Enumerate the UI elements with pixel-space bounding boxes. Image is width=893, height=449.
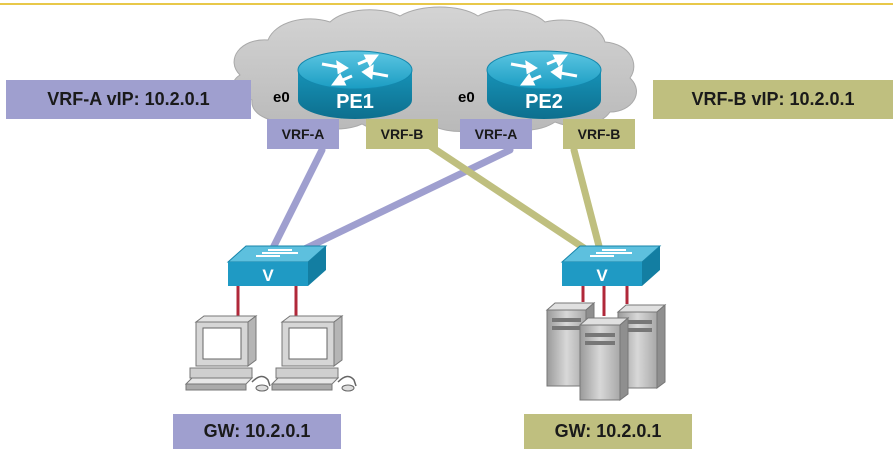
router-pe2-icon[interactable] xyxy=(486,50,602,119)
link-pe1-vrfa-switch-a xyxy=(266,146,326,258)
server-icon xyxy=(578,316,630,401)
switch-a-label: V xyxy=(262,266,274,285)
workstation-icon xyxy=(270,315,357,392)
router-pe2-label: PE2 xyxy=(525,91,563,113)
link-pe2-vrfb-switch-b xyxy=(570,146,604,254)
vrf-a-links xyxy=(266,146,514,260)
vrf-b-vip-label: VRF-B vIP: 10.2.0.1 xyxy=(653,80,893,119)
pe1-vrf-a-tag: VRF-A xyxy=(267,119,339,149)
workstation-icon xyxy=(184,315,271,392)
vrf-b-gateway-label: GW: 10.2.0.1 xyxy=(524,414,692,449)
switch-b-label: V xyxy=(596,266,608,285)
vrf-a-gateway-label: GW: 10.2.0.1 xyxy=(173,414,341,449)
switch-b-icon[interactable] xyxy=(560,245,662,286)
link-pe2-vrfa-switch-a xyxy=(286,146,514,260)
router-pe1-label: PE1 xyxy=(336,91,374,113)
router-pe1-icon[interactable] xyxy=(297,50,413,119)
switch-a-icon[interactable] xyxy=(226,245,328,286)
pe2-vrf-b-tag: VRF-B xyxy=(563,119,635,149)
vrf-a-vip-label: VRF-A vIP: 10.2.0.1 xyxy=(6,80,251,119)
pe1-interface-label: e0 xyxy=(273,89,290,106)
pe1-vrf-b-tag: VRF-B xyxy=(366,119,438,149)
pe2-interface-label: e0 xyxy=(458,89,475,106)
pe2-vrf-a-tag: VRF-A xyxy=(460,119,532,149)
access-links xyxy=(236,285,629,318)
